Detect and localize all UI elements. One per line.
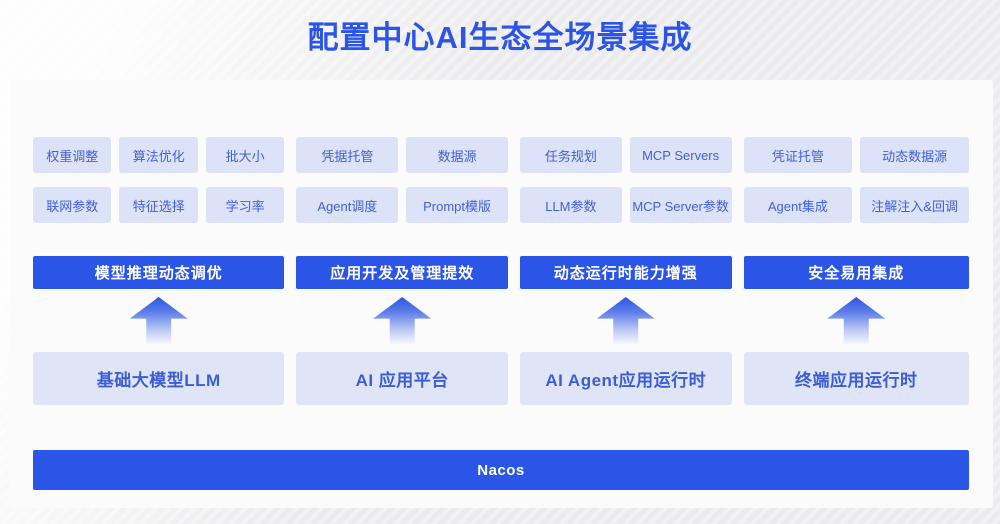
chip: 特征选择 [119,187,198,223]
chip-group: 凭据托管 数据源 Agent调度 Prompt模版 [296,137,508,223]
chip: 动态数据源 [860,137,969,173]
chip: 批大小 [205,137,285,173]
chip: Prompt模版 [406,187,508,223]
base-box: 基础大模型LLM [33,352,285,405]
chip: 算法优化 [119,137,198,173]
column-header-bar: 安全易用集成 [743,256,969,289]
nacos-bar: Nacos [33,450,969,490]
column-model-tuning: 权重调整 算法优化 批大小 联网参数 特征选择 学习率 模型推理动态调优 基础大… [33,137,285,405]
chip: 数据源 [406,137,508,173]
column-header-bar: 应用开发及管理提效 [296,256,508,289]
base-box: 终端应用运行时 [743,352,969,405]
base-box: AI Agent应用运行时 [519,352,732,405]
chip: 注解注入&回调 [860,187,969,223]
chip-group: 凭证托管 动态数据源 Agent集成 注解注入&回调 [743,137,969,223]
arrow-up-icon [827,297,886,345]
chip: Agent集成 [743,187,853,223]
column-header-bar: 动态运行时能力增强 [519,256,732,289]
page-title: 配置中心AI生态全场景集成 [307,20,693,55]
arrow-up-icon [596,297,655,345]
chip: Agent调度 [296,187,399,223]
columns-grid: 权重调整 算法优化 批大小 联网参数 特征选择 学习率 模型推理动态调优 基础大… [10,80,993,405]
chip: MCP Server参数 [629,187,732,223]
chip-group: 权重调整 算法优化 批大小 联网参数 特征选择 学习率 [33,137,285,223]
arrow-up-icon [129,297,188,345]
chip: MCP Servers [629,137,732,173]
chip: 联网参数 [33,187,112,223]
chip: 凭证托管 [743,137,853,173]
chip: 权重调整 [33,137,112,173]
column-header-bar: 模型推理动态调优 [33,256,285,289]
chip-group: 任务规划 MCP Servers LLM参数 MCP Server参数 [519,137,732,223]
content-panel: 权重调整 算法优化 批大小 联网参数 特征选择 学习率 模型推理动态调优 基础大… [10,80,993,508]
chip: 学习率 [205,187,285,223]
chip: 任务规划 [519,137,622,173]
column-app-dev: 凭据托管 数据源 Agent调度 Prompt模版 应用开发及管理提效 AI 应… [296,137,508,405]
column-dynamic-runtime: 任务规划 MCP Servers LLM参数 MCP Server参数 动态运行… [519,137,732,405]
column-security-integration: 凭证托管 动态数据源 Agent集成 注解注入&回调 安全易用集成 终端应用运行… [743,137,969,405]
chip: LLM参数 [519,187,622,223]
arrow-up-icon [373,297,432,345]
chip: 凭据托管 [296,137,399,173]
base-box: AI 应用平台 [296,352,508,405]
